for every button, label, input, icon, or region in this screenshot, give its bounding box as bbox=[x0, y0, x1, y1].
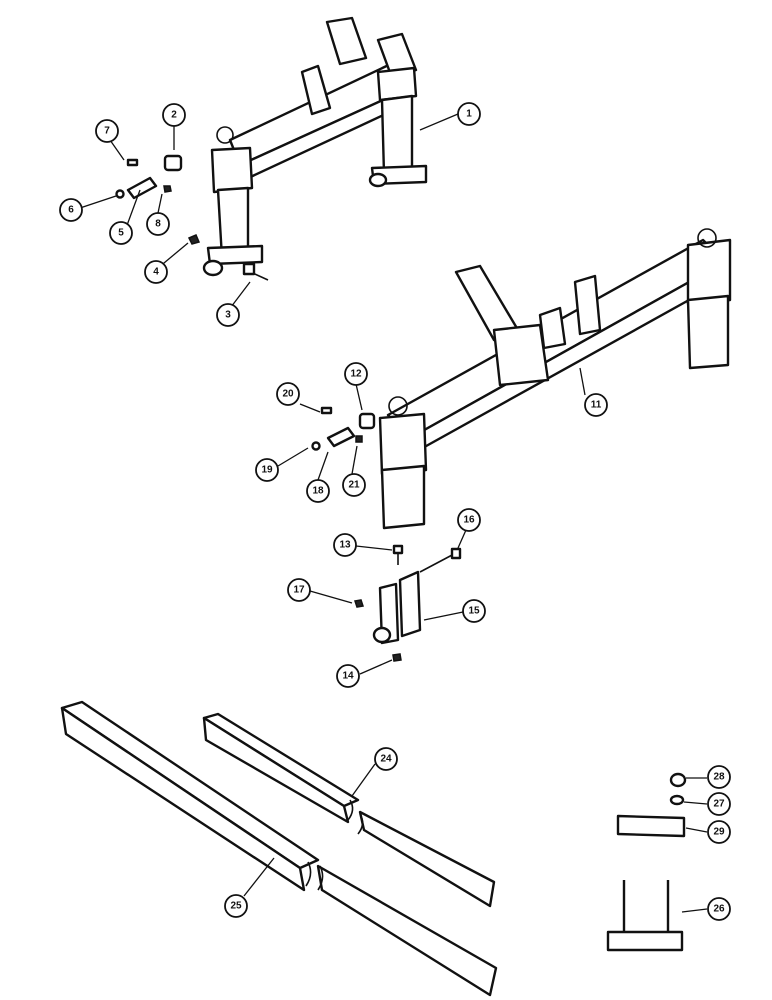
callout-label-12: 12 bbox=[350, 369, 362, 380]
callout-label-2: 2 bbox=[171, 110, 177, 121]
callout-label-5: 5 bbox=[118, 228, 124, 239]
callout-18: 18 bbox=[306, 479, 330, 503]
callout-1: 1 bbox=[457, 102, 481, 126]
callout-7: 7 bbox=[95, 119, 119, 143]
small-parts bbox=[606, 772, 687, 952]
bracket-assembly bbox=[354, 544, 462, 662]
callout-8: 8 bbox=[146, 212, 170, 236]
callout-label-17: 17 bbox=[293, 585, 305, 596]
callout-4: 4 bbox=[144, 260, 168, 284]
callout-16: 16 bbox=[457, 508, 481, 532]
callout-5: 5 bbox=[109, 221, 133, 245]
callout-27: 27 bbox=[707, 792, 731, 816]
callout-29: 29 bbox=[707, 820, 731, 844]
callout-label-14: 14 bbox=[342, 671, 354, 682]
callout-label-29: 29 bbox=[713, 827, 725, 838]
callout-label-27: 27 bbox=[713, 799, 725, 810]
callout-label-16: 16 bbox=[463, 515, 475, 526]
callout-label-11: 11 bbox=[591, 400, 602, 411]
upper-frame bbox=[202, 16, 428, 277]
leader-lines bbox=[79, 113, 708, 913]
callout-label-8: 8 bbox=[155, 219, 161, 230]
callout-label-28: 28 bbox=[713, 772, 725, 783]
callout-12: 12 bbox=[344, 362, 368, 386]
callout-17: 17 bbox=[287, 578, 311, 602]
callout-label-24: 24 bbox=[380, 754, 392, 765]
callout-2: 2 bbox=[162, 103, 186, 127]
callout-label-26: 26 bbox=[713, 904, 725, 915]
callout-label-19: 19 bbox=[261, 465, 273, 476]
callout-28: 28 bbox=[707, 765, 731, 789]
callout-label-20: 20 bbox=[282, 389, 294, 400]
callout-label-13: 13 bbox=[339, 540, 351, 551]
callout-24: 24 bbox=[374, 747, 398, 771]
callout-25: 25 bbox=[224, 894, 248, 918]
callout-3: 3 bbox=[216, 303, 240, 327]
callout-6: 6 bbox=[59, 198, 83, 222]
wood-beams bbox=[60, 700, 498, 997]
callout-11: 11 bbox=[584, 393, 608, 417]
callout-label-1: 1 bbox=[466, 109, 472, 120]
callout-label-15: 15 bbox=[468, 606, 480, 617]
callout-label-18: 18 bbox=[312, 486, 324, 497]
callout-label-4: 4 bbox=[153, 267, 159, 278]
callout-label-6: 6 bbox=[68, 205, 74, 216]
callout-13: 13 bbox=[333, 533, 357, 557]
callout-label-3: 3 bbox=[225, 310, 231, 321]
callout-14: 14 bbox=[336, 664, 360, 688]
callout-26: 26 bbox=[707, 897, 731, 921]
callout-21: 21 bbox=[342, 473, 366, 497]
callout-20: 20 bbox=[276, 382, 300, 406]
upper-hardware bbox=[115, 154, 269, 281]
callout-label-25: 25 bbox=[230, 901, 242, 912]
callout-19: 19 bbox=[255, 458, 279, 482]
callout-label-21: 21 bbox=[348, 480, 360, 491]
lower-frame bbox=[378, 228, 732, 530]
callout-15: 15 bbox=[462, 599, 486, 623]
callout-label-7: 7 bbox=[104, 126, 110, 137]
lower-hardware bbox=[311, 406, 376, 451]
